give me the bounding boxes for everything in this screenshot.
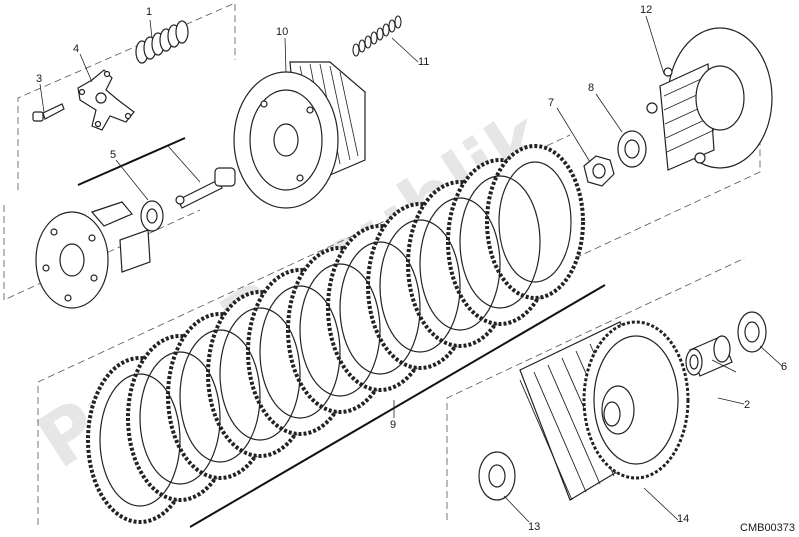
washer-8 — [617, 130, 647, 168]
friction-plate — [485, 144, 585, 300]
callout-13: 13 — [528, 521, 540, 533]
inner-hub-12 — [646, 27, 773, 171]
spring-plate-4 — [77, 69, 135, 131]
clutch-spring-1 — [135, 20, 189, 64]
callout-6: 6 — [781, 361, 787, 373]
callout-10: 10 — [276, 26, 288, 38]
callouts: 1 2 3 4 5 6 7 8 9 10 11 12 13 14 — [36, 4, 787, 533]
callout-1: 1 — [146, 6, 152, 18]
callout-14: 14 — [677, 513, 689, 525]
callout-3: 3 — [36, 73, 42, 85]
callout-9: 9 — [390, 419, 396, 431]
pressure-plate — [35, 201, 151, 309]
washer-13 — [478, 451, 516, 501]
outline-pushrod-group — [3, 205, 201, 301]
callout-5: 5 — [110, 149, 116, 161]
group-brackets — [77, 137, 606, 528]
nut-7 — [583, 155, 615, 187]
callout-4: 4 — [73, 43, 79, 55]
spring-11 — [352, 15, 402, 57]
outline-basket — [446, 257, 746, 520]
clutch-plate-pack-9 — [86, 144, 585, 524]
pressure-hub-10 — [233, 61, 366, 209]
bolt-3 — [32, 103, 65, 122]
leader-lines — [39, 15, 783, 523]
drawing-code: CMB00373 — [740, 522, 795, 534]
clutch-basket-14 — [519, 320, 690, 501]
bracket-9 — [189, 284, 606, 528]
bracket-5 — [77, 137, 186, 186]
outline-pressure-group — [17, 2, 236, 190]
pushrod-bearing-5 — [140, 167, 236, 232]
bushing-2 — [685, 335, 733, 377]
callout-11: 11 — [418, 56, 429, 68]
callout-7: 7 — [548, 97, 554, 109]
washer-6 — [737, 311, 767, 353]
callout-12: 12 — [640, 4, 652, 16]
callout-2: 2 — [744, 399, 750, 411]
callout-8: 8 — [588, 82, 594, 94]
